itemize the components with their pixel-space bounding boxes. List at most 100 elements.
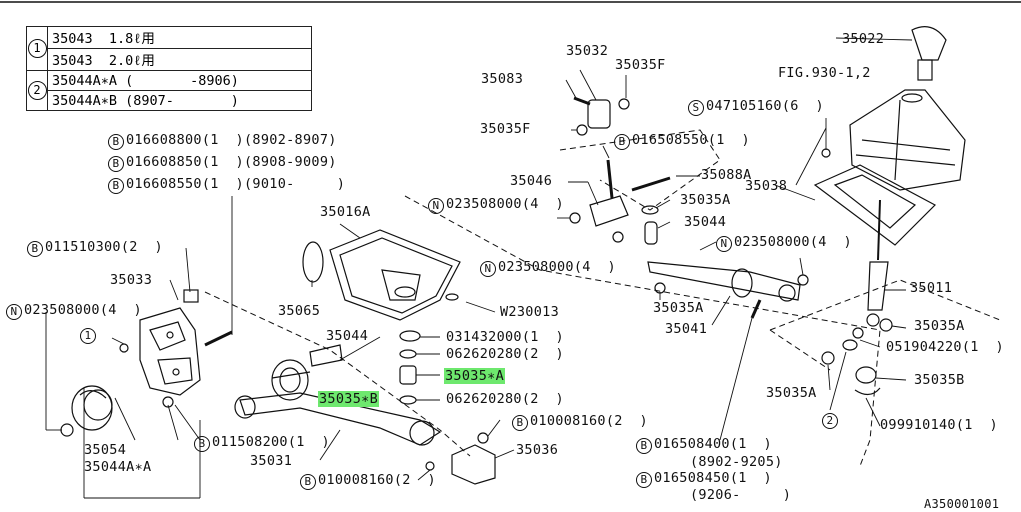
circled-prefix: B	[636, 472, 652, 488]
circled-prefix: B	[108, 156, 124, 172]
part-label-35035F: 35035F	[615, 57, 666, 73]
lever-35046	[569, 96, 630, 243]
circled-prefix: B	[27, 241, 43, 257]
part-label-35032: 35032	[566, 43, 609, 59]
ring-35065	[302, 241, 324, 283]
part-label-35035A: 35035A	[766, 385, 817, 401]
variant-text: 35043 2.0ℓ用	[47, 48, 312, 71]
part-label-35035xB: 35035∗B	[318, 391, 379, 407]
circled-prefix: B	[194, 436, 210, 452]
circled-prefix: B	[512, 415, 528, 431]
part-label-35035A: 35035A	[653, 300, 704, 316]
nut-left	[60, 423, 74, 437]
bush-35035xA	[399, 365, 417, 385]
part-label-031432000: 031432000(1 )	[446, 329, 564, 345]
part-label-35065: 35065	[278, 303, 321, 319]
part-label-35044: 35044	[684, 214, 727, 230]
part-label-35083: 35083	[481, 71, 524, 87]
row-number-cell: 2	[26, 70, 48, 111]
rod-35041	[647, 261, 801, 319]
row-number-cell: 1	[26, 26, 48, 71]
part-label-062620280: 062620280(2 )	[446, 346, 564, 362]
bush-35044	[644, 221, 658, 245]
bushing-35054	[71, 385, 113, 431]
plate-35038	[813, 164, 936, 246]
bolt-011510300	[183, 289, 199, 303]
part-label-35035xA: 35035∗A	[444, 368, 505, 384]
part-label-35033: 35033	[110, 272, 153, 288]
circled-prefix: B	[636, 438, 652, 454]
figure-reference: FIG.930-1,2	[778, 65, 871, 81]
part-label-35044: 35044	[326, 328, 369, 344]
part-label-W230013: W230013	[500, 304, 559, 320]
circled-number: 2	[27, 81, 47, 100]
part-label-35038: 35038	[745, 178, 788, 194]
part-label-062620280: 062620280(2 )	[446, 391, 564, 407]
pin-35044	[309, 344, 343, 367]
shift-lever-35011	[854, 199, 889, 396]
circled-prefix: N	[480, 261, 496, 277]
circled-prefix: S	[688, 100, 704, 116]
circled-number: 1	[80, 328, 96, 344]
part-label-35035A: 35035A	[680, 192, 731, 208]
circled-prefix: N	[6, 304, 22, 320]
part-label-099910140: 099910140(1 )	[880, 417, 998, 433]
part-label-35054: 35054	[84, 442, 127, 458]
highlighted-part: 35035∗B	[318, 391, 379, 407]
part-label-35041: 35041	[665, 321, 708, 337]
washer-062620280-b	[399, 395, 417, 405]
circled-prefix: B	[108, 134, 124, 150]
variant-text: 35043 1.8ℓ用	[47, 26, 312, 49]
part-label-35046: 35046	[510, 173, 553, 189]
part-label-35035A: 35035A	[914, 318, 965, 334]
circled-prefix: N	[716, 236, 732, 252]
part-label-35035F: 35035F	[480, 121, 531, 137]
table-row: 35044A∗B (8907- )	[27, 90, 312, 111]
table-row: 2 35044A∗A ( -8906)	[26, 70, 312, 111]
knob-35022	[911, 26, 947, 81]
highlighted-part: 35035∗A	[444, 368, 505, 384]
circled-prefix: N	[428, 198, 444, 214]
part-label-35011: 35011	[910, 280, 953, 296]
table-row: 1 35043 1.8ℓ用	[26, 26, 312, 71]
circled-number: 1	[27, 39, 47, 58]
boot-fig930	[849, 89, 966, 191]
variant-table: 1 35043 1.8ℓ用 35043 2.0ℓ用 2 35044A∗A ( -…	[26, 26, 312, 111]
callout-1: 1	[80, 327, 98, 344]
leader-lines	[45, 37, 913, 499]
circled-prefix: B	[300, 474, 316, 490]
circled-prefix: B	[108, 178, 124, 194]
variant-text: 35044A∗B (8907- )	[47, 90, 312, 111]
circled-prefix: B	[614, 134, 630, 150]
clip-031432000	[399, 330, 421, 342]
table-row: 35043 2.0ℓ用	[27, 48, 312, 71]
date-range: (9206- )	[690, 487, 792, 503]
part-label-35088A: 35088A	[701, 167, 752, 183]
bracket-35036	[425, 432, 496, 485]
part-label-35022: 35022	[842, 31, 885, 47]
washer-062620280-a	[399, 349, 417, 359]
bracket-35033	[139, 307, 201, 396]
bolt-35088A	[631, 176, 671, 192]
callout-2: 2	[822, 412, 840, 429]
date-range: (8902-9205)	[690, 454, 783, 470]
part-label-35044xA: 35044A∗A	[84, 459, 152, 475]
variant-text: 35044A∗A ( -8906)	[47, 70, 312, 91]
